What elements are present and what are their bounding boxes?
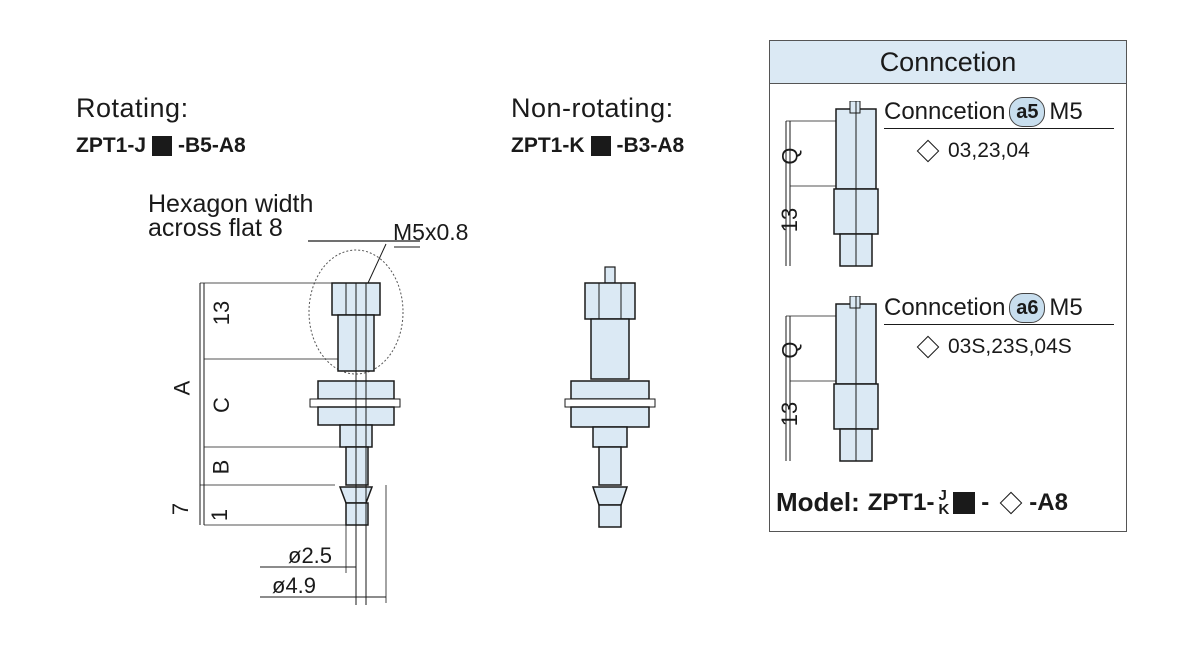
a5-dim-13-label: 13 xyxy=(777,207,803,233)
model-suffix: -A8 xyxy=(1029,488,1068,516)
dia-outer-label: ø4.9 xyxy=(272,573,317,598)
dim-C-label: C xyxy=(208,397,234,413)
diamond-icon xyxy=(916,335,940,359)
a6-options: 03S,23S,04S xyxy=(916,335,1072,359)
a6-leader-line xyxy=(884,324,1114,325)
a6-dim-13-label: 13 xyxy=(777,401,803,427)
dim-7-label: 7 xyxy=(168,502,194,516)
hexagon-label-line1: Hexagon width xyxy=(148,190,314,218)
a5-leader-line xyxy=(884,128,1114,129)
rotating-fitting-drawing xyxy=(199,240,420,605)
a6-dim-Q-label: Q xyxy=(777,341,803,359)
connection-panel: Conncetion Q 13 Conncetion a5 M5 03,23,0… xyxy=(769,40,1127,532)
hexagon-label-line2: across flat 8 xyxy=(148,214,283,242)
rotating-model-code: ZPT1-J -B5-A8 xyxy=(76,134,246,158)
placeholder-square-icon xyxy=(590,136,611,156)
a6-options-text: 03S,23S,04S xyxy=(948,335,1072,358)
hexagon-label: Hexagon width across flat 8 xyxy=(148,190,314,242)
connection-a6-drawing xyxy=(785,296,879,462)
diamond-icon xyxy=(916,139,940,163)
a6-thread: M5 xyxy=(1049,294,1083,321)
rotating-code-prefix: ZPT1-J xyxy=(76,134,147,157)
dia-inner-label: ø2.5 xyxy=(288,543,333,568)
a5-thread: M5 xyxy=(1049,98,1083,125)
connection-a5-drawing xyxy=(785,101,879,267)
model-k: K xyxy=(938,500,950,518)
model-dash: - xyxy=(981,488,990,516)
dim-1-label: 1 xyxy=(207,508,233,522)
nonrotating-code-prefix: ZPT1-K xyxy=(511,134,585,157)
a5-options: 03,23,04 xyxy=(916,139,1030,163)
nonrotating-title: Non-rotating: xyxy=(511,93,674,123)
placeholder-square-icon xyxy=(152,136,173,156)
model-j: J xyxy=(938,486,947,504)
model-label: Model: xyxy=(776,487,860,517)
nonrotating-fitting-drawing xyxy=(564,266,656,528)
rotating-title: Rotating: xyxy=(76,93,189,123)
a5-connection-line: Conncetion a5 M5 xyxy=(884,97,1083,127)
placeholder-square-icon xyxy=(953,491,976,514)
a5-connection-label: Conncetion xyxy=(884,98,1006,125)
dim-B-label: B xyxy=(208,459,234,475)
a5-options-text: 03,23,04 xyxy=(948,139,1030,162)
dim-A-label: A xyxy=(169,380,195,396)
nonrotating-model-code: ZPT1-K -B3-A8 xyxy=(511,134,684,158)
dim-13-label: 13 xyxy=(209,300,235,326)
model-jk-stack: J K xyxy=(938,486,950,518)
a5-dim-Q-label: Q xyxy=(777,147,803,165)
connection-header: Conncetion xyxy=(770,41,1126,84)
a6-connection-line: Conncetion a6 M5 xyxy=(884,293,1083,323)
model-prefix: ZPT1- xyxy=(867,488,935,516)
a6-badge: a6 xyxy=(1009,293,1046,323)
diamond-icon xyxy=(999,491,1023,514)
a6-connection-label: Conncetion xyxy=(884,294,1006,321)
a5-badge: a5 xyxy=(1009,97,1046,127)
rotating-code-suffix: -B5-A8 xyxy=(178,134,246,157)
nonrotating-code-suffix: -B3-A8 xyxy=(616,134,685,157)
model-line: Model: ZPT1- J K - -A8 xyxy=(776,487,1068,518)
